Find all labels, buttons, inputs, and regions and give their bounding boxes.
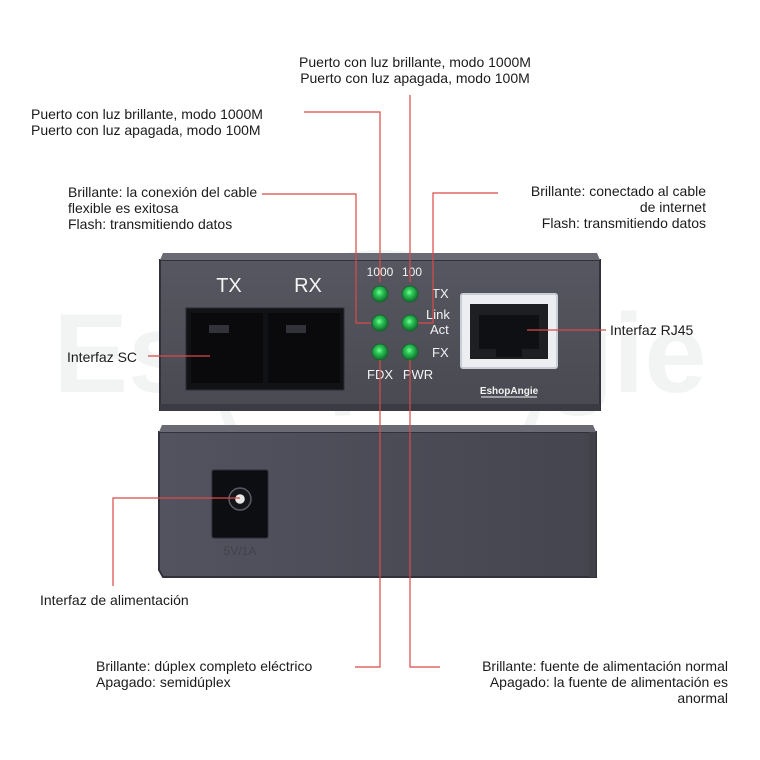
top-center-callout-line-2: Puerto con luz apagada, modo 100M xyxy=(300,70,530,86)
led-row-fx-label: FX xyxy=(432,345,449,360)
rj45-link-callout-line-2: de internet xyxy=(639,199,706,215)
rj45-link-callout: Brillante: conectado al cable de interne… xyxy=(498,183,706,231)
top-left-callout-line-1: Puerto con luz brillante, modo 1000M xyxy=(31,106,263,122)
sc-interface-callout-text: Interfaz SC xyxy=(67,349,138,365)
led-100 xyxy=(401,285,419,303)
top-center-callout-line-1: Puerto con luz brillante, modo 1000M xyxy=(299,54,531,70)
led-pwr xyxy=(401,343,419,361)
top-left-callout-line-2: Puerto con luz apagada, modo 100M xyxy=(31,122,261,138)
rj45-interface-callout-text: Interfaz RJ45 xyxy=(610,322,694,338)
back-panel-top-edge xyxy=(159,425,596,432)
rj45-interface-callout: Interfaz RJ45 xyxy=(610,322,693,338)
led-rj45-link xyxy=(401,314,419,332)
brand-label: EshopAngie xyxy=(480,386,539,397)
top-center-callout: Puerto con luz brillante, modo 1000M Pue… xyxy=(265,54,565,86)
callout-line-power xyxy=(112,497,240,586)
power-status-callout-line-1: Brillante: fuente de alimentación normal xyxy=(482,658,728,674)
power-status-callout-line-3: anormal xyxy=(677,690,728,706)
callout-lines xyxy=(112,95,606,668)
led-pwr-label: PWR xyxy=(403,367,433,382)
dc-jack-pin xyxy=(235,494,245,504)
tx-port-label: TX xyxy=(216,275,242,297)
rj45-link-callout-line-3: Flash: transmitiendo datos xyxy=(541,215,706,231)
rx-port-label: RX xyxy=(294,275,322,297)
fiber-link-callout-line-2: flexible es exitosa xyxy=(68,200,179,216)
callout-line-power-status xyxy=(409,360,440,668)
sc-interface-callout: Interfaz SC xyxy=(67,349,137,365)
callout-line-duplex xyxy=(355,360,381,668)
callout-line-top-left xyxy=(304,111,381,282)
led-row-tx-label: TX xyxy=(432,286,449,301)
led-1000 xyxy=(371,285,389,303)
sc-port-rx-slot xyxy=(268,313,340,383)
top-left-callout: Puerto con luz brillante, modo 1000M Pue… xyxy=(31,106,263,138)
led-fiber-link xyxy=(371,314,389,332)
led-fdx xyxy=(371,343,389,361)
led-100-label: 100 xyxy=(402,265,422,279)
duplex-callout-line-1: Brillante: dúplex completo eléctrico xyxy=(96,658,313,674)
fiber-link-callout-line-3: Flash: transmitiendo datos xyxy=(68,216,233,232)
sc-port-rx-notch xyxy=(286,325,306,333)
rj45-link-callout-line-1: Brillante: conectado al cable xyxy=(530,183,706,199)
back-panel-label: 5V/1A xyxy=(224,544,257,558)
fiber-link-callout: Brillante: la conexión del cable flexibl… xyxy=(68,184,257,232)
power-status-callout-line-2: Apagado: la fuente de alimentación es xyxy=(489,674,728,690)
sc-port-tx-notch xyxy=(209,325,229,333)
power-interface-callout: Interfaz de alimentación xyxy=(40,592,189,608)
rj45-port-inner xyxy=(479,315,539,349)
back-panel-group: 5V/1A xyxy=(158,425,597,578)
duplex-callout-line-2: Apagado: semidúplex xyxy=(96,674,231,690)
callout-line-fiber-link xyxy=(262,193,371,324)
fiber-link-callout-line-1: Brillante: la conexión del cable xyxy=(68,184,258,200)
led-row-act-label: Act xyxy=(430,322,449,337)
power-interface-callout-text: Interfaz de alimentación xyxy=(40,592,189,608)
duplex-callout: Brillante: dúplex completo eléctrico Apa… xyxy=(96,658,312,690)
power-status-callout: Brillante: fuente de alimentación normal… xyxy=(446,658,728,706)
sc-port-tx-slot xyxy=(191,313,263,383)
led-row-link-label: Link xyxy=(426,307,450,322)
back-panel-right-shadow xyxy=(589,432,596,577)
callout-line-rj45-link xyxy=(418,192,498,324)
rj45-port-tab xyxy=(496,349,522,357)
